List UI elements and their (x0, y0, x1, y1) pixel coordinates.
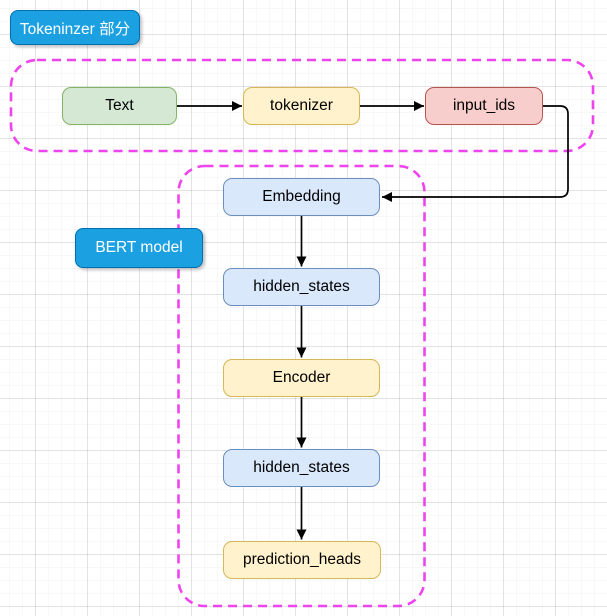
node-input-ids[interactable]: input_ids (425, 87, 543, 125)
bert-model-label-text: BERT model (95, 239, 183, 256)
bert-model-container[interactable] (177, 164, 426, 608)
tokenizer-section-label[interactable]: Tokeninzer 部分 (10, 10, 140, 45)
node-hidden-states-2-label: hidden_states (253, 459, 350, 476)
node-text-label: Text (105, 97, 134, 114)
node-encoder-label: Encoder (272, 369, 331, 386)
node-tokenizer-label: tokenizer (270, 97, 333, 114)
node-prediction-heads-label: prediction_heads (242, 551, 362, 568)
node-encoder[interactable]: Encoder (223, 359, 380, 397)
node-hidden-states-2[interactable]: hidden_states (223, 449, 380, 487)
node-tokenizer[interactable]: tokenizer (243, 87, 360, 125)
node-input-ids-label: input_ids (452, 97, 516, 114)
node-prediction-heads[interactable]: prediction_heads (223, 541, 381, 579)
node-hidden-states-1-label: hidden_states (253, 278, 350, 295)
bert-model-label[interactable]: BERT model (75, 228, 203, 268)
node-hidden-states-1[interactable]: hidden_states (223, 268, 380, 306)
tokenizer-section-container[interactable] (9, 58, 595, 153)
node-embedding[interactable]: Embedding (223, 178, 380, 216)
node-embedding-label: Embedding (262, 188, 341, 205)
node-text[interactable]: Text (62, 87, 177, 125)
edge-inputids-to-embedding[interactable] (382, 105, 569, 202)
tokenizer-section-label-text: Tokeninzer 部分 (19, 20, 131, 38)
